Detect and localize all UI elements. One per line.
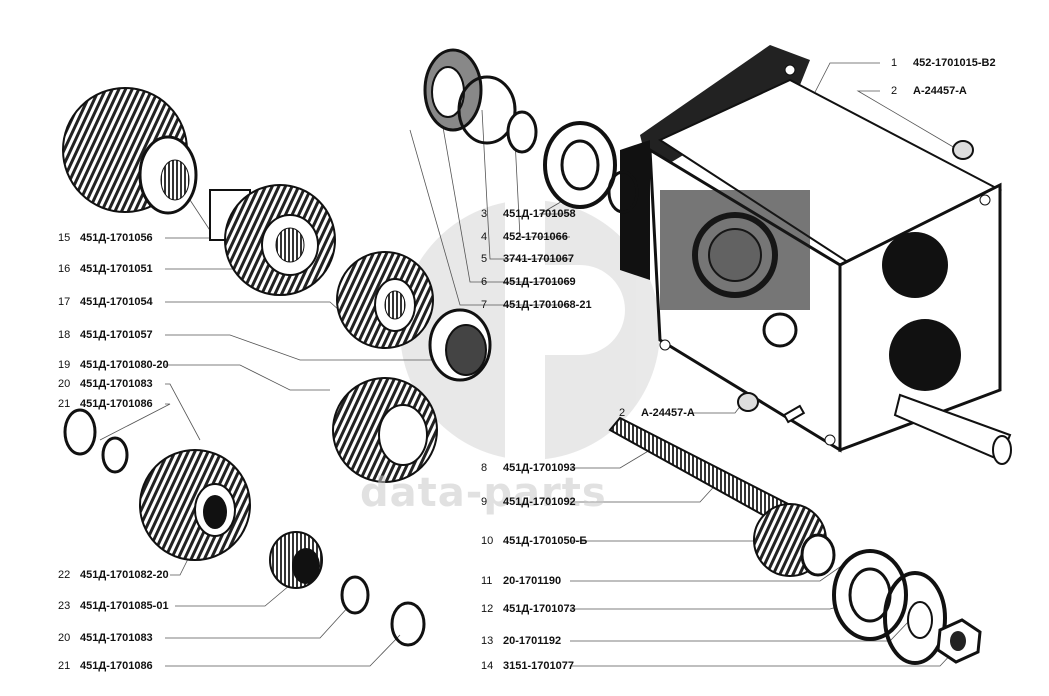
shaft-10 <box>608 416 836 577</box>
seal-and-rings <box>423 48 639 214</box>
gear-19 <box>332 377 438 483</box>
watermark-text: data-parts <box>360 470 607 516</box>
gear-17 <box>336 251 434 349</box>
gear-16 <box>209 184 336 296</box>
gear-15 <box>62 87 198 215</box>
bearing-12 <box>832 549 908 641</box>
gear-22 <box>139 449 251 561</box>
ring-13 <box>883 571 947 665</box>
washer-20 <box>101 436 370 615</box>
plug-a24457 <box>737 140 974 412</box>
nut-14 <box>936 618 982 664</box>
pin-8 <box>782 404 806 424</box>
gearbox-housing <box>620 45 1012 465</box>
watermark-logo <box>400 200 660 460</box>
snap-ring-21 <box>63 408 426 647</box>
needle-bearing-23 <box>269 531 323 589</box>
bushing-18 <box>428 308 492 382</box>
